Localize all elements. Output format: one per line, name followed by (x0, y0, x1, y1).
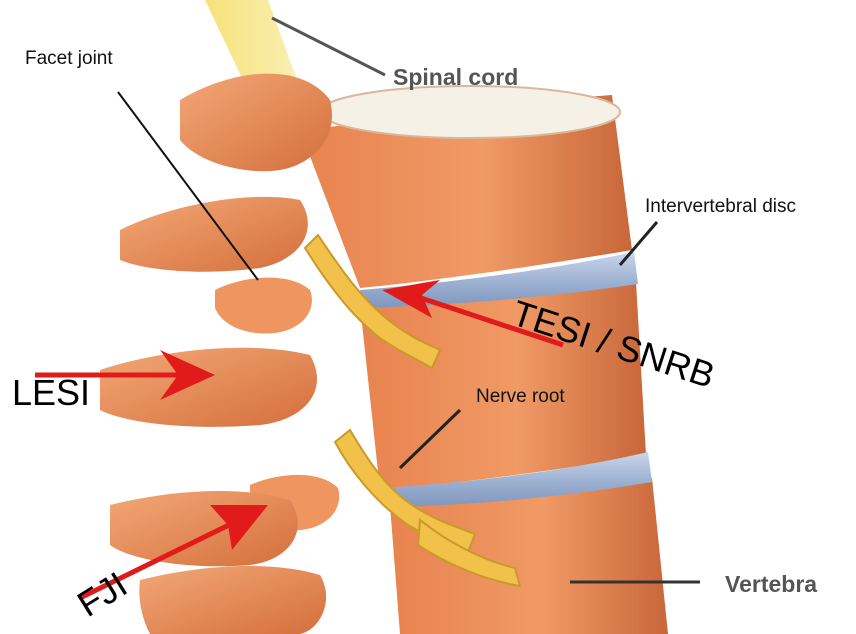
intervertebral-disc-label: Intervertebral disc (645, 196, 796, 218)
lesi-label: LESI (12, 372, 90, 414)
nerve-root-label: Nerve root (476, 386, 565, 408)
process-spinous-2 (100, 348, 317, 427)
spinal-cord-label: Spinal cord (393, 64, 518, 91)
facet-joint-upper (215, 278, 312, 334)
process-spinous-4 (139, 566, 326, 634)
process-top (180, 74, 332, 172)
facet-joint-label: Facet joint (25, 48, 113, 70)
process-spinous-3 (110, 491, 298, 566)
process-spinous-1 (120, 197, 308, 272)
vertebra-label: Vertebra (725, 571, 817, 598)
